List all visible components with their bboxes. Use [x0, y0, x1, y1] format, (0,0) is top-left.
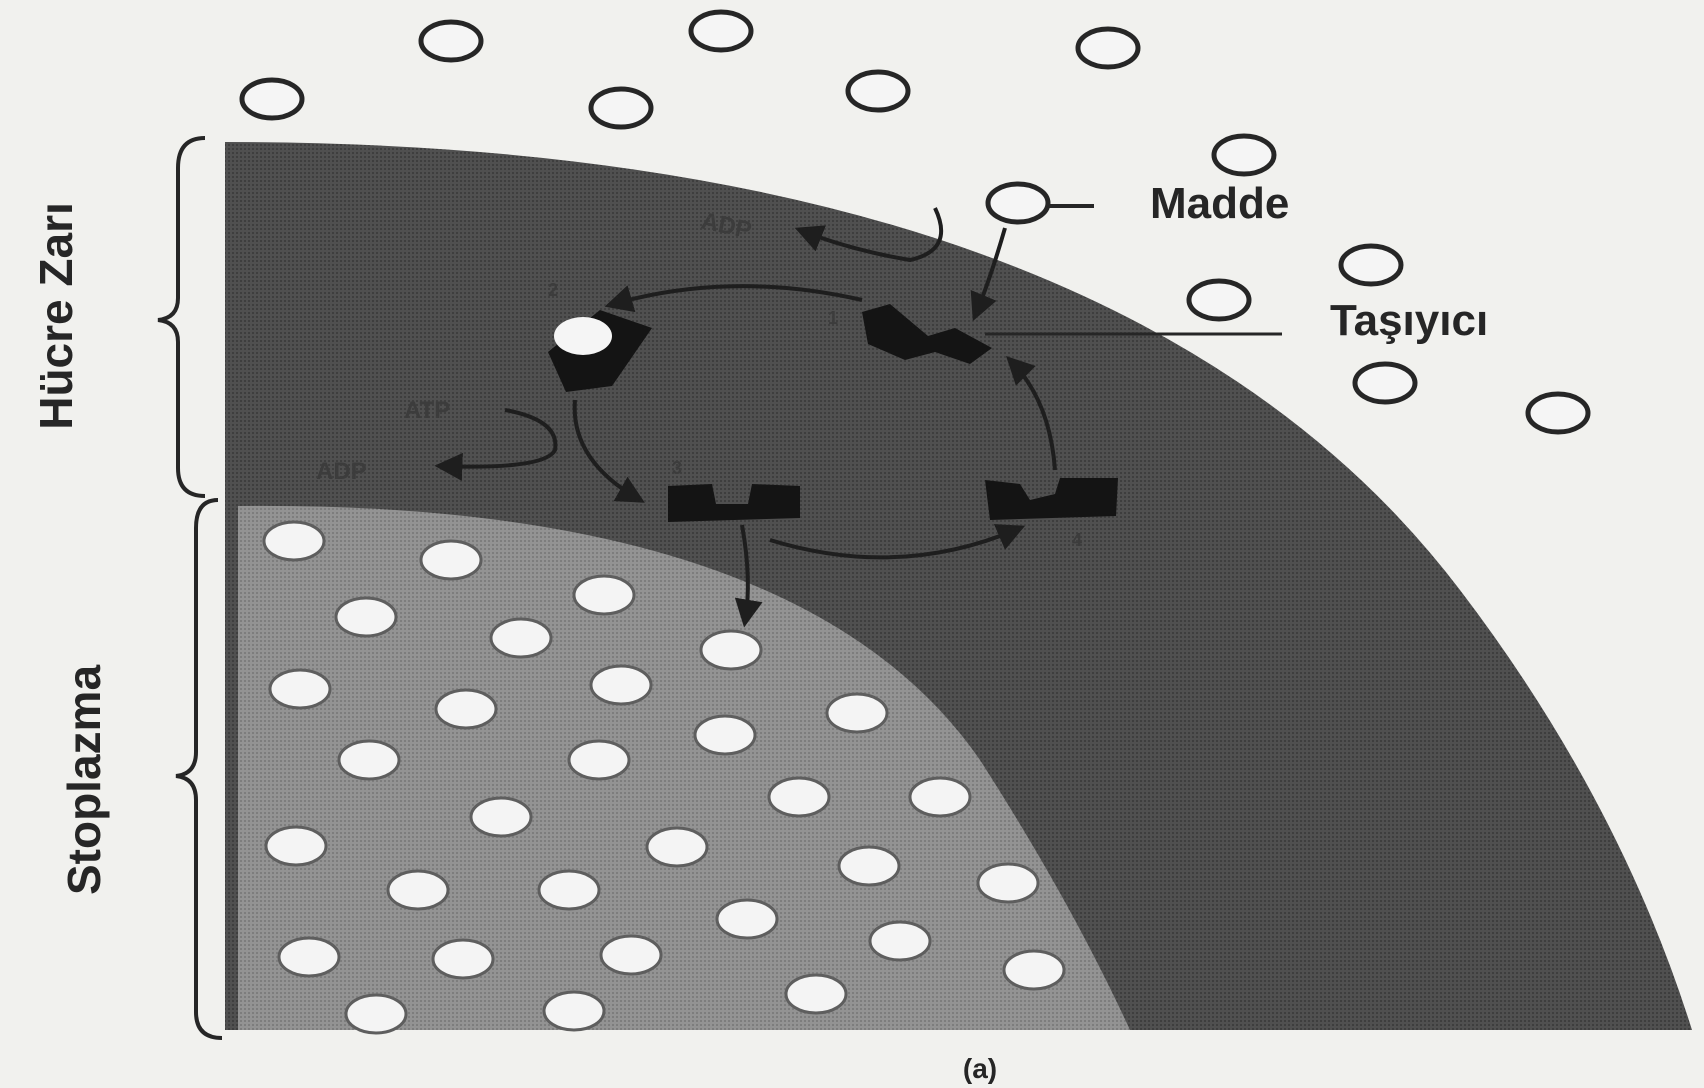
- outside-particle: [1528, 394, 1588, 432]
- cytoplasm-particle: [601, 936, 661, 974]
- step-number-1: 1: [828, 308, 838, 328]
- membrane-bracket: [158, 138, 205, 496]
- cytoplasm-particle: [827, 694, 887, 732]
- cytoplasm-particle: [436, 690, 496, 728]
- figure-caption: (a): [963, 1053, 997, 1084]
- outside-particle: [1355, 364, 1415, 402]
- cytoplasm-label: Stoplazma: [58, 665, 110, 895]
- cytoplasm-particle: [591, 666, 651, 704]
- cytoplasm-particle: [839, 847, 899, 885]
- substance-particle: [988, 184, 1048, 222]
- cytoplasm-particle: [421, 541, 481, 579]
- cytoplasm-particle: [270, 670, 330, 708]
- outside-particle: [848, 72, 908, 110]
- cytoplasm-particle: [539, 871, 599, 909]
- adp-label-left: ADP: [316, 458, 367, 485]
- outside-particle: [591, 89, 651, 127]
- cytoplasm-particle: [569, 741, 629, 779]
- outside-particle: [1189, 281, 1249, 319]
- step-number-3: 3: [672, 458, 682, 478]
- cytoplasm-particle: [339, 741, 399, 779]
- cytoplasm-particle: [1004, 951, 1064, 989]
- cytoplasm-particle: [717, 900, 777, 938]
- cytoplasm-bracket: [176, 500, 222, 1038]
- cytoplasm-particle: [910, 778, 970, 816]
- cytoplasm-particle: [264, 522, 324, 560]
- substance-label: Madde: [1150, 179, 1289, 228]
- atp-label: ATP: [404, 397, 450, 424]
- membrane-label: Hücre Zarı: [30, 202, 82, 430]
- cytoplasm-particle: [647, 828, 707, 866]
- outside-particle: [1214, 136, 1274, 174]
- carrier-label: Taşıyıcı: [1330, 296, 1488, 345]
- cytoplasm-particle: [433, 940, 493, 978]
- cytoplasm-particle: [388, 871, 448, 909]
- outside-particle: [242, 80, 302, 118]
- cytoplasm-particle: [491, 619, 551, 657]
- step-number-2: 2: [548, 280, 558, 300]
- cytoplasm-particle: [279, 938, 339, 976]
- cytoplasm-particle: [769, 778, 829, 816]
- cytoplasm-particle: [471, 798, 531, 836]
- cytoplasm-particle: [870, 922, 930, 960]
- cytoplasm-particle: [266, 827, 326, 865]
- cytoplasm-particle: [544, 992, 604, 1030]
- cytoplasm-particle: [978, 864, 1038, 902]
- outside-particle: [691, 12, 751, 50]
- outside-particle: [1341, 246, 1401, 284]
- cytoplasm-particle: [336, 598, 396, 636]
- cytoplasm-particle: [695, 716, 755, 754]
- outside-particle: [1078, 29, 1138, 67]
- cytoplasm-particle: [701, 631, 761, 669]
- cytoplasm-particle: [786, 975, 846, 1013]
- bound-substance: [554, 317, 612, 355]
- step-number-4: 4: [1072, 530, 1082, 550]
- cytoplasm-particle: [346, 995, 406, 1033]
- outside-particle: [421, 22, 481, 60]
- cytoplasm-particle: [574, 576, 634, 614]
